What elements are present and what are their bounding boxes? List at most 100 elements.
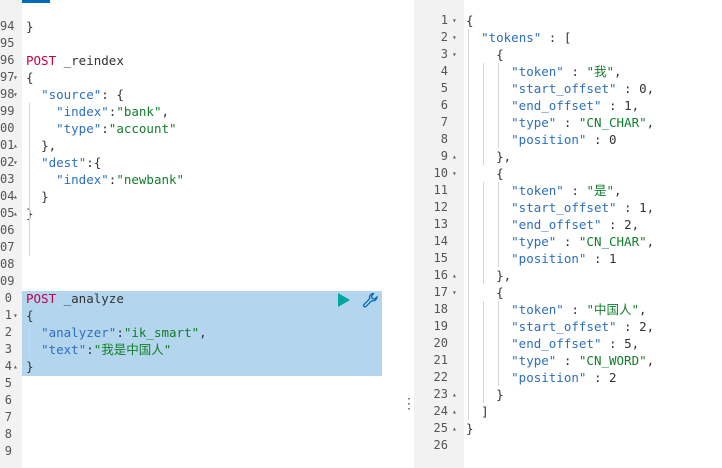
editor-line-number: 9 [4, 444, 12, 458]
editor-line-number: 98 [0, 87, 15, 101]
output-code-line: }, [496, 268, 512, 283]
editor-code-line[interactable]: "type":"account" [56, 121, 177, 136]
output-code-line: { [496, 285, 504, 300]
editor-line-number: 2 [4, 325, 12, 339]
editor-code-line[interactable]: }, [41, 138, 57, 153]
output-line-number: 11 [433, 183, 448, 197]
output-line-number: 4 [440, 64, 448, 78]
http-method: POST [26, 291, 57, 306]
editor-line-number: 04 [0, 189, 15, 203]
output-gutter [414, 0, 464, 468]
editor-code-line[interactable]: "analyzer":"ik_smart", [41, 325, 207, 340]
output-code-line: "end_offset" : 5, [511, 336, 640, 351]
editor-code-line[interactable]: "text":"我是中国人" [41, 342, 172, 357]
fold-open-icon[interactable]: ▾ [452, 16, 457, 25]
indent-guide [498, 182, 499, 267]
output-line-number: 13 [433, 217, 448, 231]
indent-guide [483, 301, 484, 403]
fold-close-icon[interactable]: ▴ [452, 271, 457, 280]
fold-close-icon[interactable]: ▴ [452, 390, 457, 399]
editor-gutter [0, 0, 22, 468]
response-output: 1▾{2▾ "tokens" : [3▾ {4 "token" : "我",5 … [414, 0, 722, 468]
fold-open-icon[interactable]: ▾ [452, 169, 457, 178]
output-code-line: "token" : "中国人", [511, 302, 647, 317]
fold-open-icon[interactable]: ▾ [452, 33, 457, 42]
output-line-number: 19 [433, 319, 448, 333]
indent-guide [29, 324, 30, 358]
indent-guide [483, 63, 484, 165]
output-code-line: "end_offset" : 2, [511, 217, 640, 232]
vertical-ellipsis-icon[interactable]: ⋮ [402, 396, 416, 412]
output-code-line: ] [481, 404, 489, 419]
editor-line-number: 09 [0, 274, 15, 288]
active-tab-indicator [0, 0, 50, 3]
fold-close-icon[interactable]: ▴ [13, 141, 18, 150]
editor-code-line[interactable]: POST _reindex [26, 52, 124, 69]
output-line-number: 23 [433, 387, 448, 401]
output-line-number: 24 [433, 404, 448, 418]
output-code-line: }, [496, 149, 512, 164]
output-line-number: 26 [433, 438, 448, 452]
output-line-number: 22 [433, 370, 448, 384]
play-icon[interactable] [337, 293, 351, 307]
output-line-number: 12 [433, 200, 448, 214]
wrench-icon[interactable] [362, 292, 379, 309]
output-line-number: 15 [433, 251, 448, 265]
indent-guide [468, 29, 469, 420]
request-path: _reindex [56, 53, 124, 68]
editor-code-line[interactable]: "dest":{ [41, 155, 102, 170]
indent-guide [483, 182, 484, 284]
fold-close-icon[interactable]: ▴ [13, 209, 18, 218]
request-path: _analyze [56, 291, 124, 306]
editor-code-line[interactable]: } [26, 19, 34, 34]
output-code-line: "type" : "CN_CHAR", [511, 115, 655, 130]
editor-code-line[interactable]: POST _analyze [26, 290, 124, 307]
fold-close-icon[interactable]: ▴ [452, 407, 457, 416]
output-line-number: 21 [433, 353, 448, 367]
selected-request-highlight [22, 291, 382, 376]
editor-line-number: 4 [4, 359, 12, 373]
fold-open-icon[interactable]: ▾ [452, 50, 457, 59]
output-line-number: 20 [433, 336, 448, 350]
editor-code-line[interactable]: "source": { [41, 87, 124, 102]
fold-close-icon[interactable]: ▴ [452, 152, 457, 161]
fold-open-icon[interactable]: ▾ [13, 90, 18, 99]
editor-line-number: 7 [4, 410, 12, 424]
fold-open-icon[interactable]: ▾ [13, 73, 18, 82]
output-line-number: 14 [433, 234, 448, 248]
output-code-line: "end_offset" : 1, [511, 98, 640, 113]
editor-code-line[interactable]: } [41, 189, 49, 204]
editor-line-number: 01 [0, 138, 15, 152]
fold-open-icon[interactable]: ▾ [13, 158, 18, 167]
fold-open-icon[interactable]: ▾ [13, 311, 18, 320]
editor-line-number: 02 [0, 155, 15, 169]
editor-line-number: 06 [0, 223, 15, 237]
editor-code-line[interactable]: "index":"newbank" [56, 172, 185, 187]
output-code-line: "type" : "CN_CHAR", [511, 234, 655, 249]
output-code-line: } [496, 387, 504, 402]
fold-close-icon[interactable]: ▴ [13, 362, 18, 371]
editor-line-number: 00 [0, 121, 15, 135]
indent-guide [29, 103, 30, 256]
editor-code-line[interactable]: "index":"bank", [56, 104, 170, 119]
editor-line-number: 5 [4, 376, 12, 390]
editor-code-line[interactable]: { [26, 308, 34, 323]
output-code-line: "start_offset" : 1, [511, 200, 655, 215]
fold-open-icon[interactable]: ▾ [452, 288, 457, 297]
editor-line-number: 03 [0, 172, 15, 186]
output-line-number: 18 [433, 302, 448, 316]
editor-line-number: 3 [4, 342, 12, 356]
fold-close-icon[interactable]: ▴ [13, 192, 18, 201]
output-code-line: "token" : "是", [511, 183, 622, 198]
editor-line-number: 96 [0, 53, 15, 67]
output-code-line: "type" : "CN_WORD", [511, 353, 655, 368]
fold-close-icon[interactable]: ▴ [452, 424, 457, 433]
indent-guide [29, 222, 30, 256]
output-code-line: { [466, 13, 474, 28]
output-line-number: 10 [433, 166, 448, 180]
indent-guide [498, 301, 499, 386]
editor-code-line[interactable]: { [26, 70, 34, 85]
output-line-number: 25 [433, 421, 448, 435]
editor-code-line[interactable]: } [26, 359, 34, 374]
